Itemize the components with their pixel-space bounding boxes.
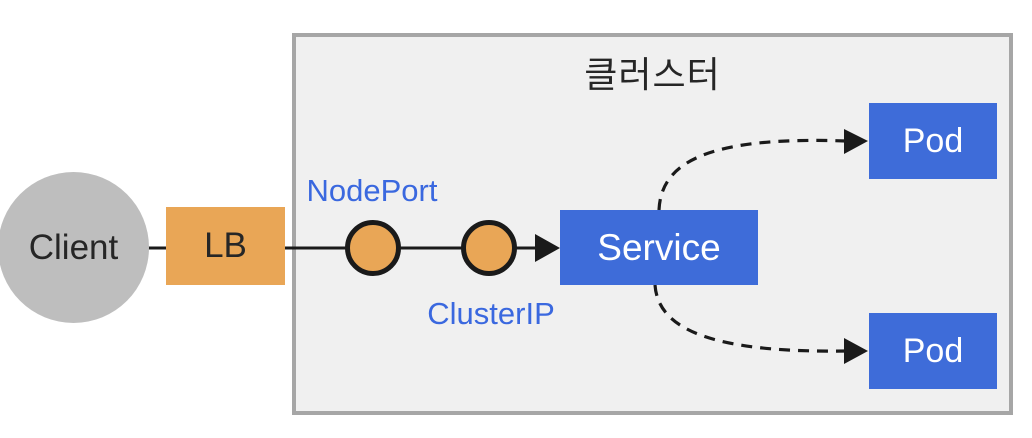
service-to-pod-bottom-curve: [653, 284, 847, 353]
pod-bottom-arrowhead-icon: [844, 338, 868, 364]
pod-top-arrowhead-icon: [844, 129, 868, 154]
pod-node-top: Pod: [869, 103, 997, 179]
cluster-title: 클러스터: [584, 54, 721, 95]
clusterip-label: ClusterIP: [427, 296, 555, 331]
service-to-pod-top-curve: [657, 138, 847, 211]
service-arrowhead-icon: [535, 234, 560, 262]
nodeport-label: NodePort: [306, 173, 438, 208]
nodeport-circle: [345, 220, 401, 276]
pod-top-label: Pod: [902, 121, 964, 160]
service-label: Service: [597, 226, 721, 268]
client-label: Client: [28, 227, 119, 267]
load-balancer-node: LB: [166, 207, 285, 285]
pod-node-bottom: Pod: [869, 313, 997, 389]
clusterip-circle: [461, 220, 517, 276]
service-node: Service: [560, 210, 758, 285]
pod-bottom-label: Pod: [902, 331, 964, 370]
client-node: Client: [0, 172, 149, 323]
load-balancer-label: LB: [204, 226, 247, 265]
